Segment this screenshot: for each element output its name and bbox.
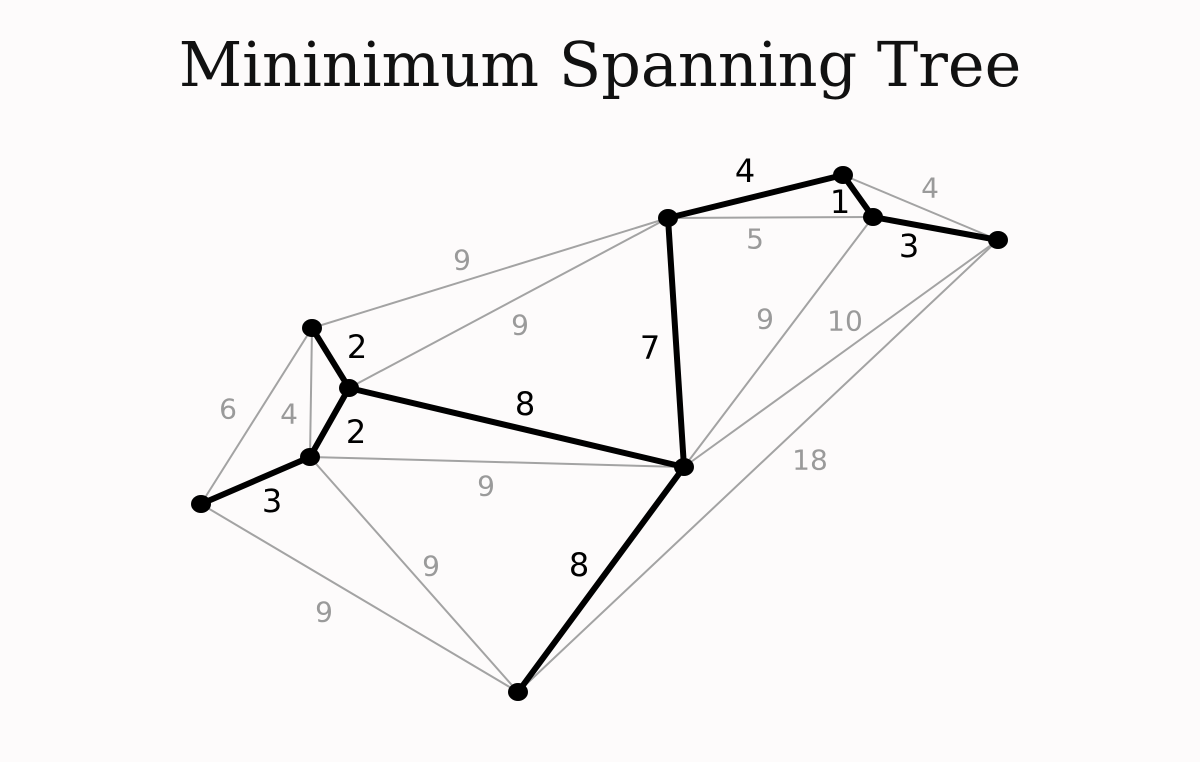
graph-edge-i-g [683, 216, 874, 468]
node-c [300, 448, 320, 466]
edge-weight-label: 8 [569, 546, 589, 584]
graph-edge-b-e [200, 503, 519, 693]
graph-edge-a-b [200, 327, 313, 505]
edge-weight-label: 9 [511, 309, 529, 342]
tree-edge-d-g [346, 385, 687, 470]
edge-weight-label: 3 [262, 482, 282, 520]
edge-weight-label: 6 [219, 393, 237, 426]
tree-edge-a-d [309, 325, 352, 391]
node-i [863, 208, 883, 226]
node-b [191, 495, 211, 513]
edge-weight-label: 7 [640, 329, 660, 367]
edge-weight-label: 4 [921, 172, 939, 205]
edge-weight-label: 9 [756, 303, 774, 336]
node-e [508, 683, 528, 701]
edge-weight-label: 2 [347, 328, 367, 366]
graph-edge-f-i [667, 216, 874, 219]
edge-weight-label: 8 [515, 385, 535, 423]
graph-edge-j-e [517, 239, 999, 693]
tree-edge-f-g [665, 215, 687, 470]
graph-edge-d-f [348, 217, 669, 389]
edge-weight-label: 3 [899, 227, 919, 265]
edges-layer [198, 172, 1001, 695]
node-d [339, 379, 359, 397]
edge-weight-label: 9 [453, 244, 471, 277]
graph-edge-j-g [683, 239, 999, 468]
edge-weight-label: 9 [315, 596, 333, 629]
graph-edge-a-c [309, 327, 313, 458]
edge-weight-label: 4 [735, 152, 755, 190]
node-g [674, 458, 694, 476]
diagram-title: Mininimum Spanning Tree [178, 28, 1022, 101]
tree-edge-g-e [515, 464, 687, 695]
tree-edge-f-h [665, 172, 846, 221]
edge-weight-label: 9 [477, 470, 495, 503]
node-a [302, 319, 322, 337]
edge-weight-label: 9 [422, 550, 440, 583]
node-j [988, 231, 1008, 249]
graph-edge-a-f [311, 217, 669, 329]
tree-edge-c-d [307, 385, 352, 460]
edge-weight-label: 1 [830, 183, 850, 221]
edge-weight-label: 2 [346, 413, 366, 451]
graph-edge-h-j [842, 174, 999, 241]
edge-weight-label: 4 [280, 398, 298, 431]
edge-weight-label: 18 [792, 444, 828, 477]
tree-edge-b-c [198, 454, 313, 507]
graph-edge-c-g [309, 456, 685, 468]
graph-edge-c-e [309, 456, 519, 693]
node-f [658, 209, 678, 227]
nodes-layer [191, 166, 1008, 701]
edge-weight-label: 10 [827, 305, 863, 338]
edge-weight-label: 5 [746, 223, 764, 256]
tree-edge-i-j [870, 214, 1001, 243]
node-h [833, 166, 853, 184]
